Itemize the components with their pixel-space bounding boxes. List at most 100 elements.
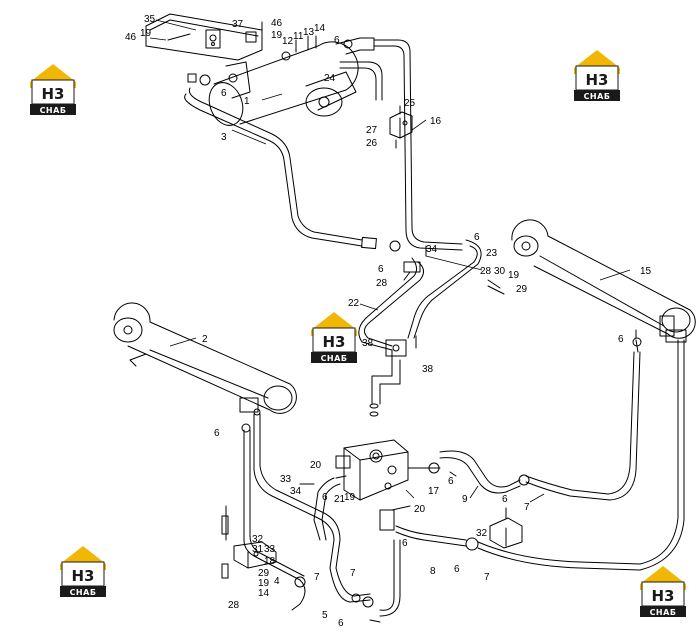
logo-wordmark: CHAБ — [584, 92, 611, 101]
callout-label: 38 — [422, 364, 434, 375]
cylinder-2 — [113, 302, 297, 414]
logo-top-left: H3 CHAБ — [29, 63, 77, 116]
callout-label: 6 — [474, 232, 480, 243]
callout-label: 37 — [232, 19, 244, 30]
callout-label: 34 — [426, 244, 438, 255]
callout-label: 14 — [314, 23, 326, 34]
callout-label: 6 — [221, 88, 227, 99]
hose-left-pair — [241, 408, 341, 581]
pipe-24 — [339, 61, 383, 101]
clamp-32 — [489, 507, 523, 549]
pipe-3 — [184, 87, 401, 252]
callout-label: 6 — [378, 264, 384, 275]
logo-mark-text: H3 — [652, 587, 675, 605]
callout-label: 6 — [334, 35, 340, 46]
callout-label: 21 — [334, 494, 346, 505]
callout-label: 28 — [480, 266, 492, 277]
callout-label: 33 — [264, 544, 276, 555]
callout-label: 19 — [258, 578, 270, 589]
logo-bottom-right: H3 CHAБ — [639, 565, 687, 618]
callout-label: 11 — [293, 31, 304, 42]
callout-label: 7 — [484, 572, 490, 583]
cylinder-1 — [208, 41, 359, 126]
logo-top-right: H3 CHAБ — [573, 49, 621, 102]
logo-mark-text: H3 — [323, 333, 346, 351]
callout-label: 28 — [376, 278, 388, 289]
callout-label: 33 — [280, 474, 292, 485]
pipe-23 — [407, 239, 482, 339]
callout-label: 20 — [414, 504, 426, 515]
callout-label: 13 — [303, 27, 315, 38]
logo-wordmark: CHAБ — [40, 106, 67, 115]
callout-label: 19 — [344, 492, 356, 503]
callout-label: 35 — [144, 14, 156, 25]
callout-label: 6 — [338, 618, 344, 629]
callout-label: 22 — [348, 298, 360, 309]
callout-label: 2 — [202, 334, 208, 345]
callout-label: 29 — [516, 284, 528, 295]
callout-label: 25 — [404, 98, 416, 109]
callout-label: 29 — [258, 568, 270, 579]
callout-label: 6 — [322, 492, 328, 503]
callout-labels: 35 46 19 37 46 19 12 11 13 14 6 24 6 1 2… — [125, 14, 652, 629]
callout-label: 8 — [430, 566, 436, 577]
pipe-16 — [335, 37, 463, 251]
callout-label: 17 — [428, 486, 440, 497]
callout-label: 19 — [140, 28, 152, 39]
callout-label: 3 — [221, 132, 227, 143]
callout-label: 46 — [271, 18, 283, 29]
callout-label: 19 — [508, 270, 520, 281]
logo-wordmark: CHAБ — [70, 588, 97, 597]
callout-label: 30 — [494, 266, 506, 277]
callout-label: 38 — [362, 338, 374, 349]
callout-label: 46 — [125, 32, 137, 43]
pipe-20-lower — [313, 462, 441, 541]
logo-center: H3 CHAБ — [310, 311, 358, 364]
cylinder-15 — [511, 219, 696, 339]
hose-right-loop — [439, 337, 642, 501]
callout-label: 15 — [640, 266, 652, 277]
callout-label: 7 — [524, 502, 530, 513]
callout-label: 31 — [252, 544, 264, 555]
callout-label: 23 — [486, 248, 498, 259]
leader-lines — [149, 19, 631, 503]
callout-label: 6 — [402, 538, 408, 549]
callout-label: 1 — [244, 96, 250, 107]
callout-label: 20 — [310, 460, 322, 471]
callout-label: 18 — [264, 556, 276, 567]
callout-label: 9 — [462, 494, 468, 505]
bracket-18 — [221, 505, 277, 579]
callout-label: 28 — [228, 600, 240, 611]
callout-label: 14 — [258, 588, 270, 599]
logo-mark-text: H3 — [42, 85, 65, 103]
callout-label: 24 — [324, 73, 336, 84]
logo-wordmark: CHAБ — [321, 354, 348, 363]
callout-label: 5 — [322, 610, 328, 621]
center-link — [369, 339, 407, 417]
callout-label: 12 — [282, 36, 294, 47]
callout-label: 19 — [271, 30, 283, 41]
hose-bottom — [291, 539, 401, 617]
callout-label: 6 — [448, 476, 454, 487]
callout-label: 6 — [214, 428, 220, 439]
callout-label: 32 — [476, 528, 488, 539]
valve-block — [335, 439, 409, 501]
logo-mark-text: H3 — [72, 567, 95, 585]
fittings-upper — [167, 21, 637, 623]
callout-label: 27 — [366, 125, 378, 136]
callout-label: 32 — [252, 534, 264, 545]
callout-label: 26 — [366, 138, 378, 149]
logo-mark-text: H3 — [586, 71, 609, 89]
callout-label: 4 — [274, 576, 280, 587]
pipe-22 — [358, 257, 424, 351]
top-mount-bracket — [145, 13, 263, 61]
logo-bottom-left: H3 CHAБ — [59, 545, 107, 598]
callout-label: 16 — [430, 116, 442, 127]
callout-label: 34 — [290, 486, 302, 497]
callout-label: 7 — [350, 568, 356, 579]
callout-label: 6 — [502, 494, 508, 505]
logo-wordmark: CHAБ — [650, 608, 677, 617]
block-27 — [389, 111, 413, 139]
